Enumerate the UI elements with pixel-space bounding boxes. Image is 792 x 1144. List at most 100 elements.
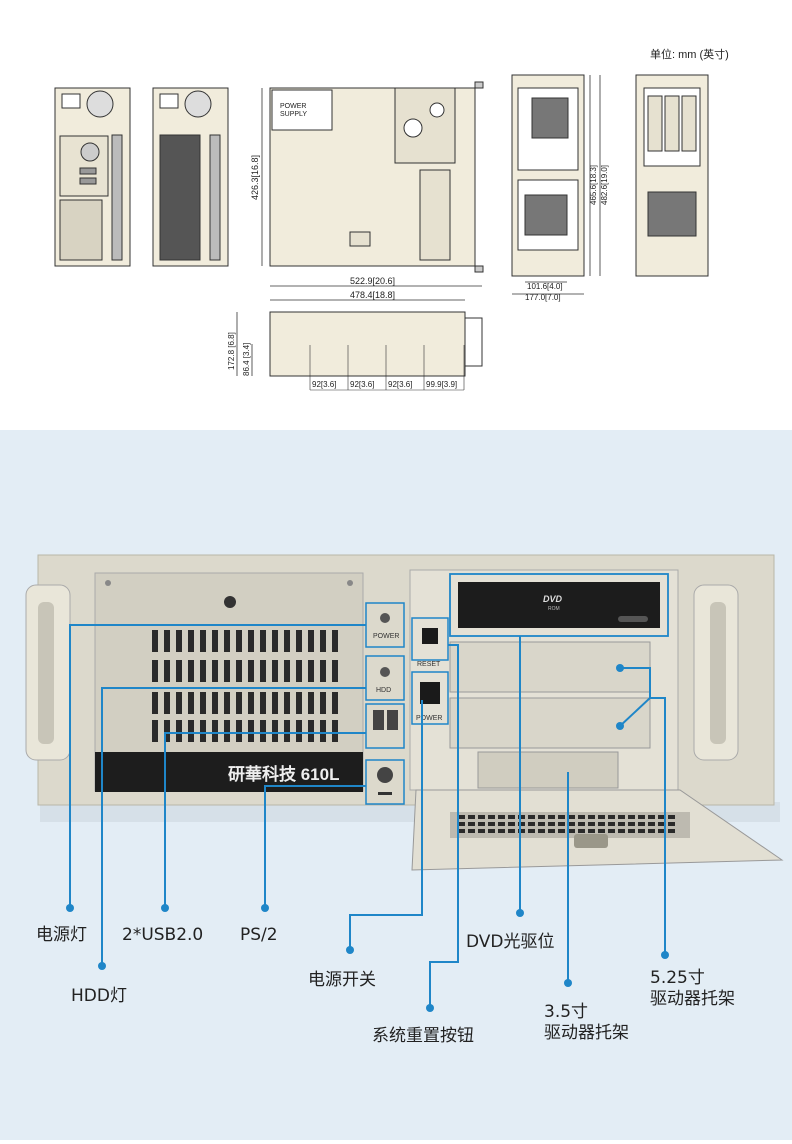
leader-lines <box>66 624 669 1012</box>
vent-slot <box>284 660 290 682</box>
dim-height-total: 172.8 [6.8] <box>227 332 236 370</box>
vent-slot <box>308 720 314 742</box>
vent-slot <box>248 660 254 682</box>
callout-reset-button: 系统重置按钮 <box>372 1026 474 1046</box>
grille-slot <box>618 822 625 826</box>
grille-slot <box>568 822 575 826</box>
grille-slot <box>528 822 535 826</box>
vent-slot <box>200 630 206 652</box>
front-view-1 <box>511 74 585 277</box>
vent-slot <box>188 720 194 742</box>
vent-slot <box>248 630 254 652</box>
grille-slot <box>478 829 485 833</box>
grille-slot <box>598 815 605 819</box>
grille-slot <box>618 815 625 819</box>
front-view-2 <box>635 74 709 277</box>
vent-slot <box>212 660 218 682</box>
vent-slot <box>224 660 230 682</box>
dvd-sub: ROM <box>548 606 560 612</box>
grille-slot <box>528 815 535 819</box>
vent-slot <box>152 660 158 682</box>
vent-slot <box>260 660 266 682</box>
label-power-switch: POWER <box>416 715 442 722</box>
grille-slot <box>668 815 675 819</box>
grille-slot <box>608 822 615 826</box>
technical-drawing: 单位: mm (英寸) <box>0 0 792 430</box>
grille-slot <box>558 829 565 833</box>
grille-slot <box>608 829 615 833</box>
vent-slot <box>236 692 242 714</box>
grille-slot <box>638 829 645 833</box>
vent-slot <box>200 720 206 742</box>
grille-slot <box>508 829 515 833</box>
vent-slot <box>200 692 206 714</box>
vent-slot <box>176 660 182 682</box>
brand-text: 研華科技 610L <box>228 764 339 784</box>
grille-slot <box>458 815 465 819</box>
grille-slot <box>578 815 585 819</box>
vent-slot <box>332 630 338 652</box>
grille-slot <box>578 829 585 833</box>
vent-slot <box>164 692 170 714</box>
grille-slot <box>598 822 605 826</box>
grille-slot <box>498 822 505 826</box>
grille-slot <box>468 815 475 819</box>
grille-slot <box>668 822 675 826</box>
vent-slot <box>296 692 302 714</box>
grille-slot <box>648 815 655 819</box>
dim-height-small: 86.4 [3.4] <box>242 343 251 376</box>
vent-slot <box>164 660 170 682</box>
vent-slot <box>296 660 302 682</box>
vent-slot <box>224 692 230 714</box>
grille-slot <box>538 815 545 819</box>
vent-slot <box>236 720 242 742</box>
vent-slot <box>152 720 158 742</box>
grille-slot <box>658 829 665 833</box>
vent-slot <box>224 720 230 742</box>
grille-slot <box>548 815 555 819</box>
grille-slot <box>518 829 525 833</box>
grille-slot <box>478 815 485 819</box>
vent-slot <box>176 720 182 742</box>
grille-slot <box>608 815 615 819</box>
callout-usb: 2*USB2.0 <box>122 925 204 945</box>
vent-slot <box>164 720 170 742</box>
vent-slot <box>212 630 218 652</box>
grille-slot <box>588 815 595 819</box>
chassis-panel: 研華科技 610L POWER HDD RESET POWER <box>0 430 792 1140</box>
grille-slot <box>628 822 635 826</box>
grille-slot <box>508 815 515 819</box>
power-supply-label-1: POWER <box>280 103 306 110</box>
dim-front-h1: 465.6[18.3] <box>589 165 598 205</box>
vent-slot <box>308 630 314 652</box>
vent-slot <box>248 720 254 742</box>
vent-slot <box>236 630 242 652</box>
vent-slot <box>152 692 158 714</box>
vent-slot <box>152 630 158 652</box>
grille-slot <box>508 822 515 826</box>
vent-slot <box>212 720 218 742</box>
vent-slot <box>332 692 338 714</box>
vent-grille <box>152 630 338 742</box>
dim-slot-4: 99.9[3.9] <box>426 380 457 389</box>
grille-slot <box>588 822 595 826</box>
grille-slot <box>498 829 505 833</box>
vent-slot <box>260 630 266 652</box>
vent-slot <box>236 660 242 682</box>
grille-slot <box>548 822 555 826</box>
grille-slot <box>558 815 565 819</box>
grille-slot <box>578 822 585 826</box>
label-hdd-led: HDD <box>376 687 391 694</box>
rear-view-2 <box>152 87 229 267</box>
grille-slot <box>618 829 625 833</box>
vent-slot <box>272 692 278 714</box>
rear-view-1 <box>54 87 131 267</box>
vent-slot <box>284 720 290 742</box>
dvd-logo: DVD <box>543 594 563 604</box>
vent-slot <box>188 630 194 652</box>
callout-hdd-led: HDD灯 <box>71 986 127 1006</box>
dim-front-h2: 482.6[19.0] <box>600 165 609 205</box>
dim-front-w1: 101.6[4.0] <box>527 282 563 291</box>
vent-slot <box>212 692 218 714</box>
vent-slot <box>320 660 326 682</box>
